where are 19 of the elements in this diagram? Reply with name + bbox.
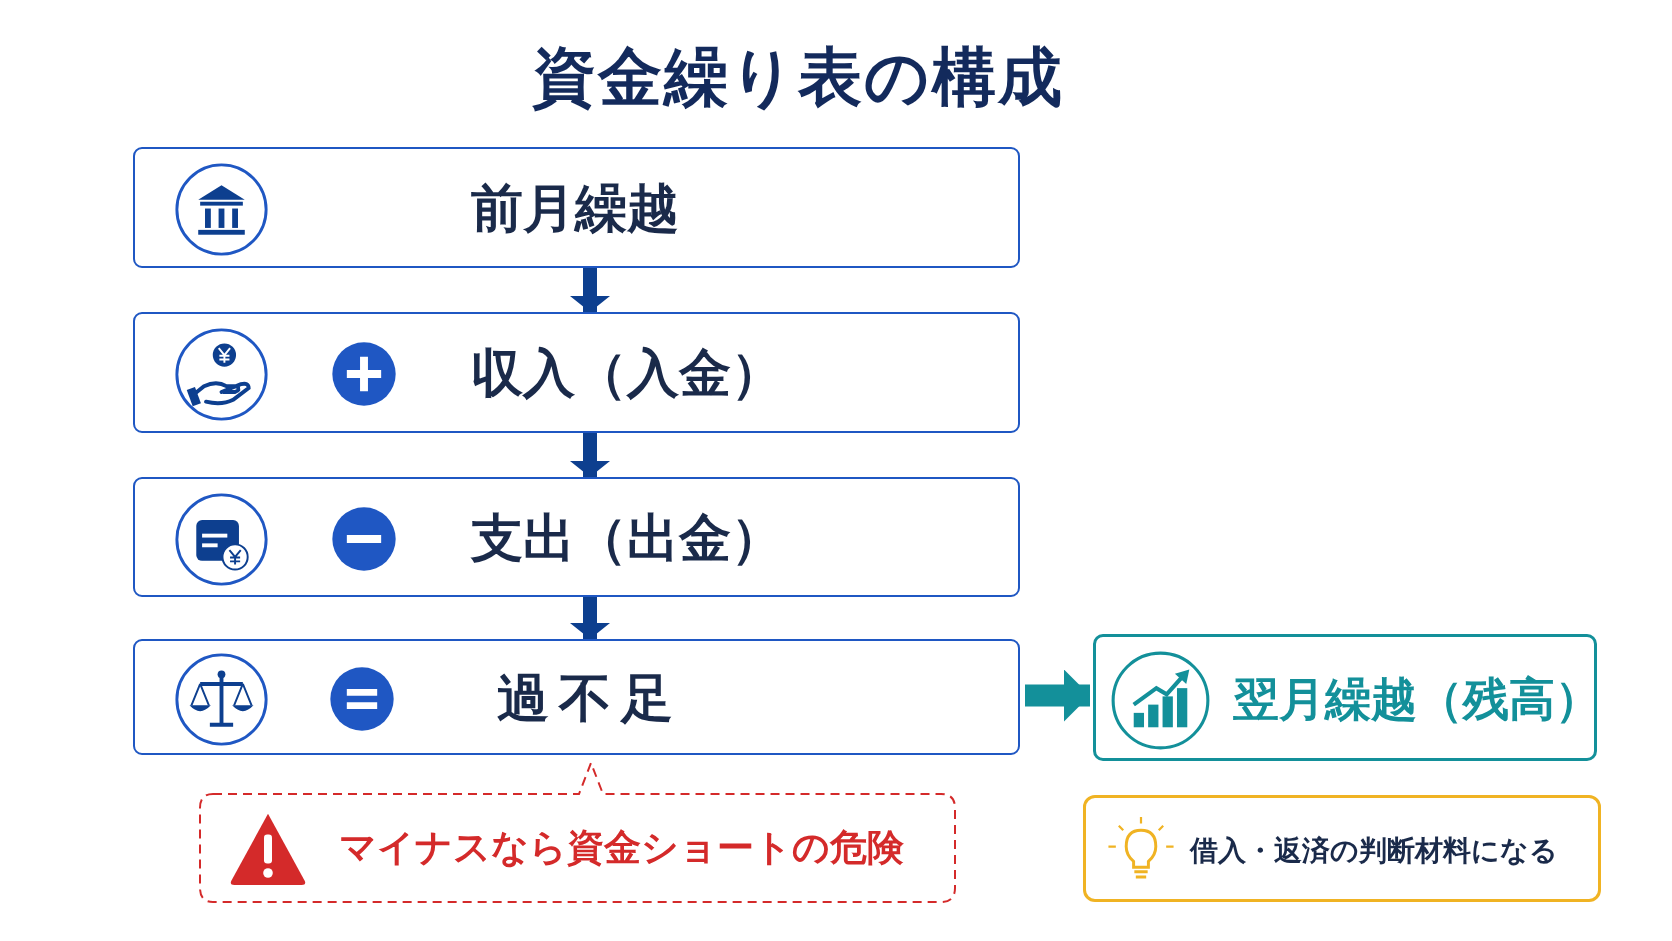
process-box — [133, 477, 1020, 597]
note-text: 借入・返済の判断材料になる — [1190, 834, 1558, 868]
process-box — [133, 312, 1020, 433]
arrow — [570, 268, 610, 312]
arrow — [1025, 669, 1090, 722]
arrow — [570, 433, 610, 477]
step-label: 収入（入金） — [471, 342, 783, 405]
step-label: 支出（出金） — [471, 506, 783, 570]
note-box — [1083, 795, 1601, 902]
step-label: 過不足 — [497, 666, 683, 730]
arrow — [570, 597, 610, 639]
warning-callout — [199, 762, 957, 904]
process-box — [133, 147, 1020, 268]
warning-text: マイナスなら資金ショートの危険 — [339, 826, 904, 871]
process-box — [133, 639, 1020, 755]
result-box — [1093, 634, 1597, 761]
title: 資金繰り表の構成 — [532, 39, 1064, 116]
result-label: 翌月繰越（残高） — [1233, 671, 1601, 728]
step-label: 前月繰越 — [471, 177, 679, 240]
